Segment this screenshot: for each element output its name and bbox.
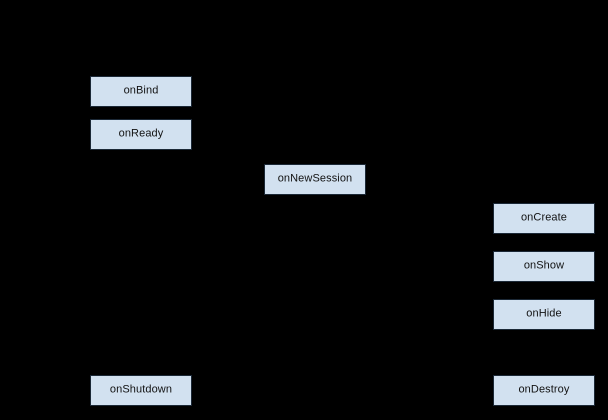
node-label-on-destroy: onDestroy [518, 383, 570, 396]
node-label-on-shutdown: onShutdown [109, 383, 173, 396]
node-on-create[interactable]: onCreate [493, 203, 595, 234]
node-label-on-hide: onHide [526, 307, 562, 320]
node-on-destroy[interactable]: onDestroy [493, 375, 595, 406]
node-label-on-show: onShow [523, 259, 565, 272]
node-label-on-create: onCreate [520, 211, 568, 224]
node-on-show[interactable]: onShow [493, 251, 595, 282]
node-on-shutdown[interactable]: onShutdown [90, 375, 192, 406]
node-on-ready[interactable]: onReady [90, 119, 192, 150]
node-label-on-new-session: onNewSession [277, 172, 353, 185]
node-label-on-ready: onReady [118, 127, 164, 140]
node-label-on-bind: onBind [123, 84, 159, 97]
node-on-hide[interactable]: onHide [493, 299, 595, 330]
node-on-bind[interactable]: onBind [90, 76, 192, 107]
node-on-new-session[interactable]: onNewSession [264, 164, 366, 195]
